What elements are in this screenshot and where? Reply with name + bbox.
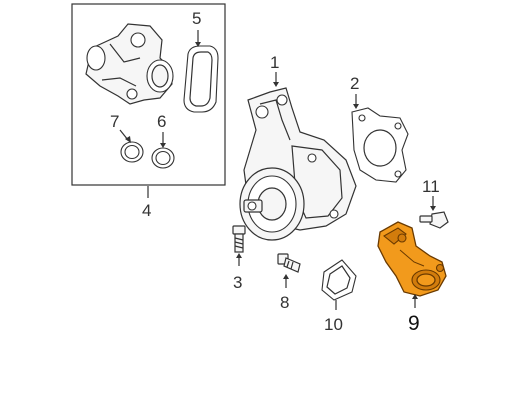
- leader-3-arrow: [236, 253, 242, 258]
- gasket-5-drawing: [183, 45, 219, 113]
- label-part-2: 2: [350, 74, 359, 93]
- label-part-4: 4: [142, 201, 151, 220]
- label-part-1: 1: [270, 53, 279, 72]
- bolt-3-drawing: [232, 225, 246, 253]
- label-part-5: 5: [192, 9, 201, 28]
- thermostat-housing-drawing: [85, 23, 174, 105]
- leader-1-arrow: [273, 82, 279, 87]
- o-ring-7-drawing: [120, 141, 144, 163]
- leader-9-arrow: [412, 294, 418, 299]
- gasket-2-drawing: [351, 107, 409, 183]
- thermostat-group-box: [71, 3, 226, 186]
- gasket-10-drawing: [321, 259, 357, 301]
- leader-6-arrow: [160, 143, 166, 148]
- leader-5-arrow: [195, 42, 201, 47]
- leader-11-arrow: [430, 206, 436, 211]
- label-part-3: 3: [233, 273, 242, 292]
- label-part-10: 10: [324, 315, 343, 334]
- label-part-7: 7: [110, 112, 119, 131]
- leader-8-arrow: [283, 274, 289, 279]
- label-part-8: 8: [280, 293, 289, 312]
- bolt-11-drawing: [419, 211, 449, 229]
- leader-7-arrow: [125, 136, 131, 143]
- o-ring-6-drawing: [151, 147, 175, 169]
- bolt-8-drawing: [277, 253, 301, 273]
- label-part-6: 6: [157, 112, 166, 131]
- highlighted-pipe-9-drawing: [377, 221, 447, 297]
- label-part-11: 11: [422, 177, 440, 196]
- label-part-9: 9: [408, 312, 420, 335]
- leader-2-arrow: [353, 104, 359, 109]
- water-pump-drawing: [239, 87, 357, 241]
